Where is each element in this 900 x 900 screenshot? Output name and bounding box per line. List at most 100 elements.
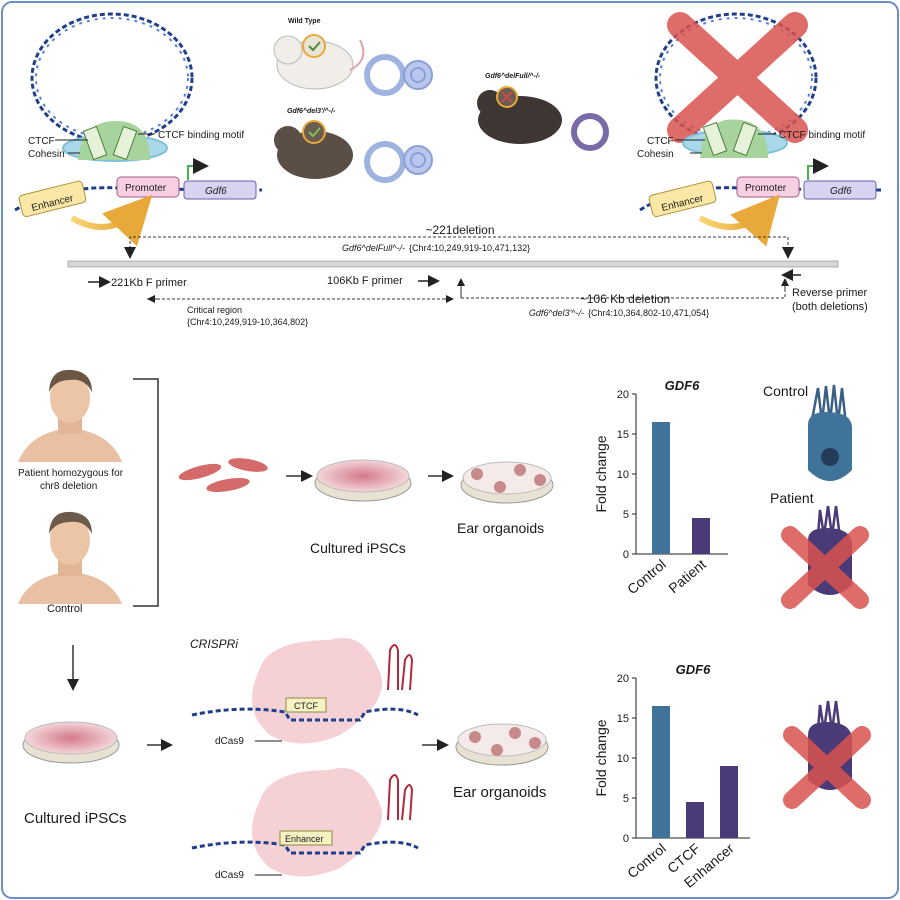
deletion-map: ~221deletion Gdf6^delFull^-/- {Chr4:10,2… bbox=[67, 223, 868, 327]
bar-enhancer bbox=[720, 766, 738, 838]
deletion-106-coords: {Chr4:10,364,802-10,471,054} bbox=[588, 308, 709, 318]
organoids-label-bottom: Ear organoids bbox=[453, 784, 546, 801]
delfull-label: Gdf6^delFull/^-/- bbox=[485, 72, 541, 80]
primer-106-label: 106Kb F primer bbox=[327, 275, 403, 287]
hair-cell-patient bbox=[781, 505, 869, 609]
y-axis-label: Fold change bbox=[593, 719, 609, 796]
patient-label-1: Patient homozygous for bbox=[18, 468, 124, 479]
enhancer-activation-arrow bbox=[70, 194, 153, 247]
y-tick-label: 15 bbox=[617, 429, 629, 441]
reverse-primer-label: Reverse primer bbox=[792, 287, 868, 299]
dcas9-ctcf-complex: CTCF dCas9 bbox=[191, 637, 419, 747]
x-tick-label: Control bbox=[624, 556, 669, 597]
ear-check-icon bbox=[302, 120, 326, 144]
dcas9-label-2: dCas9 bbox=[215, 870, 244, 881]
control-portrait bbox=[18, 511, 122, 604]
chromosome-bar bbox=[67, 260, 839, 268]
deletion-221-genotype: Gdf6^delFull^-/- bbox=[342, 243, 405, 253]
cochlea-icon bbox=[364, 54, 406, 96]
cell-control-label: Control bbox=[763, 383, 808, 399]
ipsc-dish bbox=[314, 459, 412, 502]
ctcf-box-label: CTCF bbox=[294, 701, 318, 711]
cohesin-label: Cohesin bbox=[28, 149, 65, 160]
ear-check-icon bbox=[302, 34, 326, 58]
x-tick-label: Patient bbox=[665, 556, 709, 596]
y-tick-label: 0 bbox=[623, 549, 629, 561]
y-tick-label: 10 bbox=[617, 469, 629, 481]
primer-221-label: 221Kb F primer bbox=[111, 277, 187, 289]
ctcf-motif-right bbox=[112, 125, 138, 161]
enhancer-box bbox=[648, 180, 717, 218]
loop-model-right: CTCF Cohesin CTCF binding motif Enhancer… bbox=[637, 12, 883, 247]
control-label: Control bbox=[47, 603, 82, 615]
gene-box bbox=[183, 180, 257, 200]
bar-control bbox=[652, 422, 670, 554]
tss-arrow bbox=[187, 158, 209, 180]
dcas9-enhancer-complex: Enhancer dCas9 bbox=[191, 768, 419, 881]
organoids-label: Ear organoids bbox=[457, 520, 544, 536]
reverse-primer-note: (both deletions) bbox=[792, 301, 868, 313]
cross-mark-icon bbox=[781, 526, 869, 609]
cultured-label-bottom: Cultured iPSCs bbox=[24, 810, 127, 827]
mouse-delfull: Gdf6^delFull/^-/- bbox=[477, 72, 609, 151]
mouse-del3: Gdf6^del3'/^-/- bbox=[274, 107, 433, 183]
enhancer-box-label: Enhancer bbox=[285, 834, 324, 844]
ctcf-motif-left bbox=[82, 125, 108, 161]
crispri-label: CRISPRi bbox=[190, 637, 238, 651]
wt-label: Wild Type bbox=[288, 18, 321, 25]
cohesin-label: Cohesin bbox=[637, 149, 674, 160]
critical-region-coords: {Chr4:10,249,919-10,364,802} bbox=[187, 317, 308, 327]
ipsc-dish-bottom bbox=[22, 721, 120, 764]
cochlea-icon bbox=[364, 141, 406, 183]
patient-portrait bbox=[18, 369, 122, 462]
loop-disrupted-cross bbox=[667, 12, 808, 143]
organoid-dish bbox=[460, 461, 554, 504]
motif-label: CTCF binding motif bbox=[158, 130, 244, 141]
ctcf-site-box bbox=[285, 697, 327, 713]
y-axis-label: Fold change bbox=[593, 435, 609, 512]
y-tick-label: 5 bbox=[623, 793, 629, 805]
bar-patient bbox=[692, 518, 710, 554]
loop-model-left: CTCF Cohesin CTCF binding motif Enhancer… bbox=[14, 12, 263, 247]
fibroblast-cells bbox=[178, 458, 268, 493]
hair-cell-control bbox=[808, 384, 852, 481]
cross-mark-icon bbox=[783, 726, 871, 809]
gene-label: Gdf6 bbox=[205, 186, 227, 197]
bar-ctcf bbox=[686, 802, 704, 838]
patient-panel: Patient homozygous for chr8 deletion Con… bbox=[18, 369, 869, 615]
crispri-panel: Cultured iPSCs CRISPRi CTCF dCas9 Enhanc… bbox=[22, 637, 871, 881]
dcas9-label-1: dCas9 bbox=[215, 736, 244, 747]
enhancer-site-box bbox=[279, 830, 333, 846]
hair-cell-crispri bbox=[783, 700, 871, 809]
y-tick-label: 10 bbox=[617, 753, 629, 765]
ctcf-label: CTCF bbox=[647, 136, 674, 147]
cultured-label: Cultured iPSCs bbox=[310, 540, 406, 556]
promoter-label: Promoter bbox=[125, 183, 167, 194]
y-tick-label: 5 bbox=[623, 509, 629, 521]
organoid-dish-bottom bbox=[455, 723, 549, 766]
patient-label-2: chr8 deletion bbox=[40, 481, 97, 492]
guide-rna bbox=[387, 644, 414, 691]
cell-patient-label: Patient bbox=[770, 490, 814, 506]
deletion-221-label: ~221deletion bbox=[425, 223, 494, 237]
bar-control bbox=[652, 706, 670, 838]
promoter-label: Promoter bbox=[745, 183, 787, 194]
y-tick-label: 0 bbox=[623, 833, 629, 845]
mouse-wild-type: Wild Type bbox=[273, 18, 433, 96]
enhancer-box bbox=[18, 180, 87, 218]
y-tick-label: 20 bbox=[617, 389, 629, 401]
del3-label: Gdf6^del3'/^-/- bbox=[287, 107, 336, 115]
chart-title: GDF6 bbox=[665, 378, 700, 393]
gene-box bbox=[803, 180, 877, 200]
y-tick-label: 15 bbox=[617, 713, 629, 725]
motif-label: CTCF binding motif bbox=[779, 130, 865, 141]
chart-title: GDF6 bbox=[676, 662, 711, 677]
gene-label: Gdf6 bbox=[830, 186, 852, 197]
deletion-106-label: ~106 Kb deletion bbox=[580, 292, 670, 306]
cochlea-malformed-icon bbox=[571, 113, 609, 151]
critical-region-label: Critical region bbox=[187, 305, 242, 315]
